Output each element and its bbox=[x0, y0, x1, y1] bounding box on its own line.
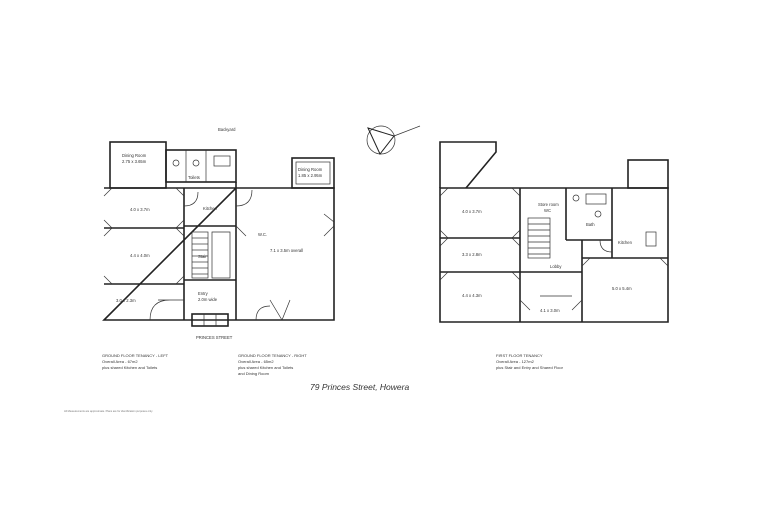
svg-text:Kitchen: Kitchen bbox=[618, 240, 633, 245]
svg-text:7.1 x 3.5m overall: 7.1 x 3.5m overall bbox=[270, 248, 303, 253]
ground-floor-plan: Backyard bbox=[102, 127, 335, 376]
svg-text:GROUND FLOOR TENANCY - RIGHT: GROUND FLOOR TENANCY - RIGHT bbox=[238, 353, 307, 358]
svg-text:2.0m wide: 2.0m wide bbox=[198, 297, 218, 302]
svg-text:4.0 x 3.7m: 4.0 x 3.7m bbox=[130, 207, 150, 212]
svg-text:plus shared Kitchen and Toilet: plus shared Kitchen and Toilets bbox=[238, 365, 293, 370]
yard-label: Backyard bbox=[218, 127, 236, 132]
svg-text:and Dining Room: and Dining Room bbox=[238, 371, 270, 376]
svg-text:Dining Room: Dining Room bbox=[122, 153, 147, 158]
svg-text:4.4 x 4.3m: 4.4 x 4.3m bbox=[462, 293, 482, 298]
svg-text:FIRST FLOOR TENANCY: FIRST FLOOR TENANCY bbox=[496, 353, 543, 358]
svg-text:Stair: Stair bbox=[198, 254, 207, 259]
svg-text:4.1 x 3.0m: 4.1 x 3.0m bbox=[540, 308, 560, 313]
svg-text:plus Stair and Entry and Share: plus Stair and Entry and Shared Floor bbox=[496, 365, 564, 370]
street-label: PRINCES STREET bbox=[196, 335, 233, 340]
svg-text:Kitchen: Kitchen bbox=[203, 206, 218, 211]
svg-text:Overall Area - 65m2: Overall Area - 65m2 bbox=[238, 359, 274, 364]
svg-text:Entry: Entry bbox=[198, 291, 209, 296]
svg-text:Toilets: Toilets bbox=[188, 175, 200, 180]
svg-text:4.0 x 3.7m: 4.0 x 3.7m bbox=[462, 209, 482, 214]
svg-text:Store room: Store room bbox=[538, 202, 559, 207]
address-title: 79 Princes Street, Howera bbox=[310, 382, 409, 392]
svg-text:4.4 x 4.0m: 4.4 x 4.0m bbox=[130, 253, 150, 258]
svg-text:GROUND FLOOR TENANCY - LEFT: GROUND FLOOR TENANCY - LEFT bbox=[102, 353, 169, 358]
svg-text:W.C.: W.C. bbox=[258, 232, 267, 237]
svg-text:plus shared Kitchen and Toilet: plus shared Kitchen and Toilets bbox=[102, 365, 157, 370]
svg-text:3.0 x 2.3m: 3.0 x 2.3m bbox=[116, 298, 136, 303]
svg-text:WC: WC bbox=[544, 208, 551, 213]
svg-text:Bath: Bath bbox=[586, 222, 595, 227]
north-arrow-icon bbox=[366, 125, 421, 155]
first-floor-plan: 4.0 x 3.7m Store room WC Bath 3.3 x 2.8m… bbox=[439, 141, 669, 370]
svg-text:Dining Room: Dining Room bbox=[298, 167, 323, 172]
svg-text:3.3 x 2.8m: 3.3 x 2.8m bbox=[462, 252, 482, 257]
svg-text:Lobby: Lobby bbox=[550, 264, 562, 269]
svg-text:Overall Area - 127m2: Overall Area - 127m2 bbox=[496, 359, 535, 364]
svg-text:Overall Area - 67m2: Overall Area - 67m2 bbox=[102, 359, 138, 364]
svg-text:5.0 x 5.4m: 5.0 x 5.4m bbox=[612, 286, 632, 291]
svg-text:2.75 x 3.65m: 2.75 x 3.65m bbox=[122, 159, 147, 164]
svg-text:1.85 x 2.95m: 1.85 x 2.95m bbox=[298, 173, 323, 178]
footer-note: All Measurements are approximate. Plans … bbox=[64, 409, 153, 413]
